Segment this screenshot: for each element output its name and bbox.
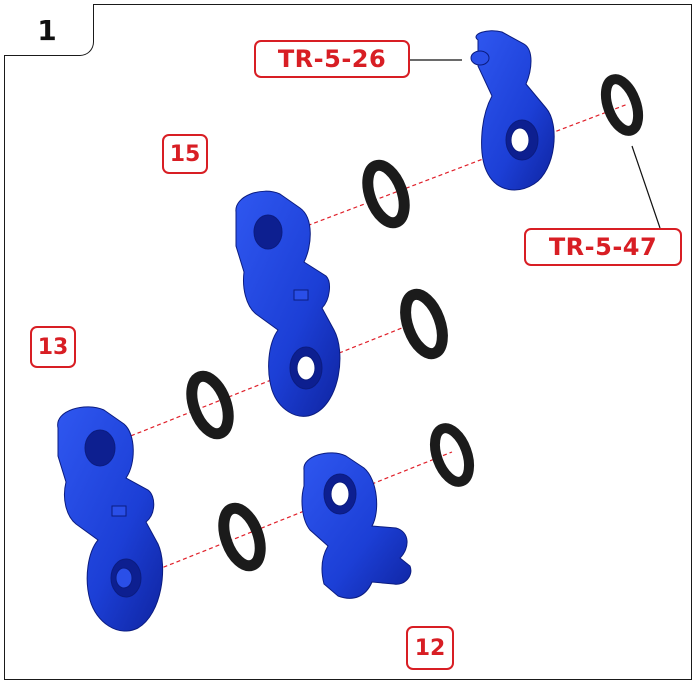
- part-15: [235, 190, 341, 417]
- washer-lower-left: [218, 502, 266, 572]
- callout-tr-5-26: TR-5-26: [254, 40, 410, 78]
- step-tab: [4, 4, 94, 56]
- washers: [186, 74, 644, 572]
- callout-tr-5-47: TR-5-47: [524, 228, 682, 266]
- axis-line-lower: [143, 451, 453, 576]
- leader-line-tr-5-47: [631, 145, 661, 229]
- axis-line-middle: [117, 323, 413, 442]
- washer-upper-middle: [362, 159, 410, 229]
- part-tr-5-26: [470, 30, 555, 191]
- callout-12: 12: [406, 626, 454, 670]
- callout-15: 15: [162, 134, 208, 174]
- diagram-frame: [4, 4, 692, 680]
- step-number: 1: [37, 13, 57, 47]
- washer-middle: [400, 288, 448, 360]
- callout-13: 13: [30, 326, 76, 368]
- part-12: [301, 452, 412, 599]
- washer-lower-right: [429, 423, 475, 487]
- part-13: [57, 406, 164, 632]
- washer-left: [186, 370, 234, 440]
- washer-tr-5-47: [600, 74, 644, 136]
- axis-line-upper: [287, 103, 629, 234]
